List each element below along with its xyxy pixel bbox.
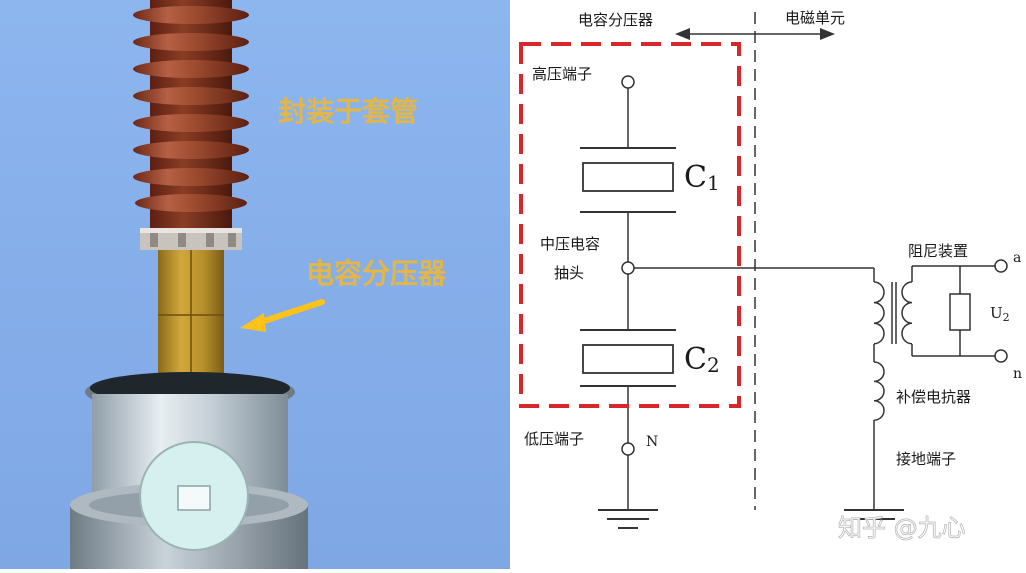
section-arrowhead-left	[675, 28, 690, 40]
transformer-primary	[873, 281, 885, 345]
compensation-reactor-coil	[873, 361, 885, 421]
ground-terminal-label: 接地端子	[896, 450, 956, 468]
n-mark-label: N	[646, 434, 658, 450]
bushing-flange	[140, 228, 242, 250]
c1-label: C1	[684, 160, 720, 195]
comp-reactor-label: 补偿电抗器	[896, 388, 971, 406]
capacitor-c2	[580, 329, 676, 387]
capacitor-divider-box	[519, 42, 741, 408]
illustration-canvas: 封装于套管 电容分压器	[0, 0, 510, 569]
divider-label: 电容分压器	[306, 257, 447, 290]
terminal-a-label: a	[1013, 250, 1021, 266]
pointer-arrow	[255, 299, 325, 326]
midtap-node	[621, 261, 635, 275]
cvt-schematic: 电容分压器 电磁单元 高压端子 中压电容 抽头 低压端子 N 阻尼装置 a n …	[510, 0, 1026, 569]
pointer-arrowhead	[240, 313, 266, 332]
ground-symbol-left	[598, 509, 658, 529]
c2-label: C2	[684, 342, 720, 377]
u2-label: U2	[990, 304, 1010, 324]
terminal-n-label: n	[1013, 366, 1022, 382]
bushing-label: 封装于套管	[278, 95, 418, 128]
damping-device-label: 阻尼装置	[908, 242, 968, 260]
schematic-canvas: 电容分压器 电磁单元 高压端子 中压电容 抽头 低压端子 N 阻尼装置 a n …	[519, 9, 1022, 542]
midtap-label-line2: 抽头	[554, 264, 584, 282]
damping-resistor	[949, 293, 971, 331]
lv-terminal-node	[621, 442, 635, 456]
watermark: 知乎 @九心	[838, 514, 966, 542]
hv-terminal-node	[621, 75, 635, 89]
bushing-sheds	[133, 6, 249, 212]
section-label-divider: 电容分压器	[578, 11, 653, 29]
midtap-label-line1: 中压电容	[540, 235, 600, 253]
a-terminal-node	[994, 259, 1008, 273]
ground-symbol-right	[844, 509, 904, 529]
n-terminal-node	[994, 349, 1008, 363]
section-label-em-unit: 电磁单元	[785, 9, 845, 27]
lv-terminal-label: 低压端子	[524, 430, 584, 448]
transformer-secondary	[901, 281, 913, 345]
hv-terminal-label: 高压端子	[532, 65, 592, 83]
section-arrowhead-right	[820, 28, 835, 40]
cvt-illustration: 封装于套管 电容分压器	[0, 0, 510, 569]
capacitor-c1	[580, 147, 676, 213]
